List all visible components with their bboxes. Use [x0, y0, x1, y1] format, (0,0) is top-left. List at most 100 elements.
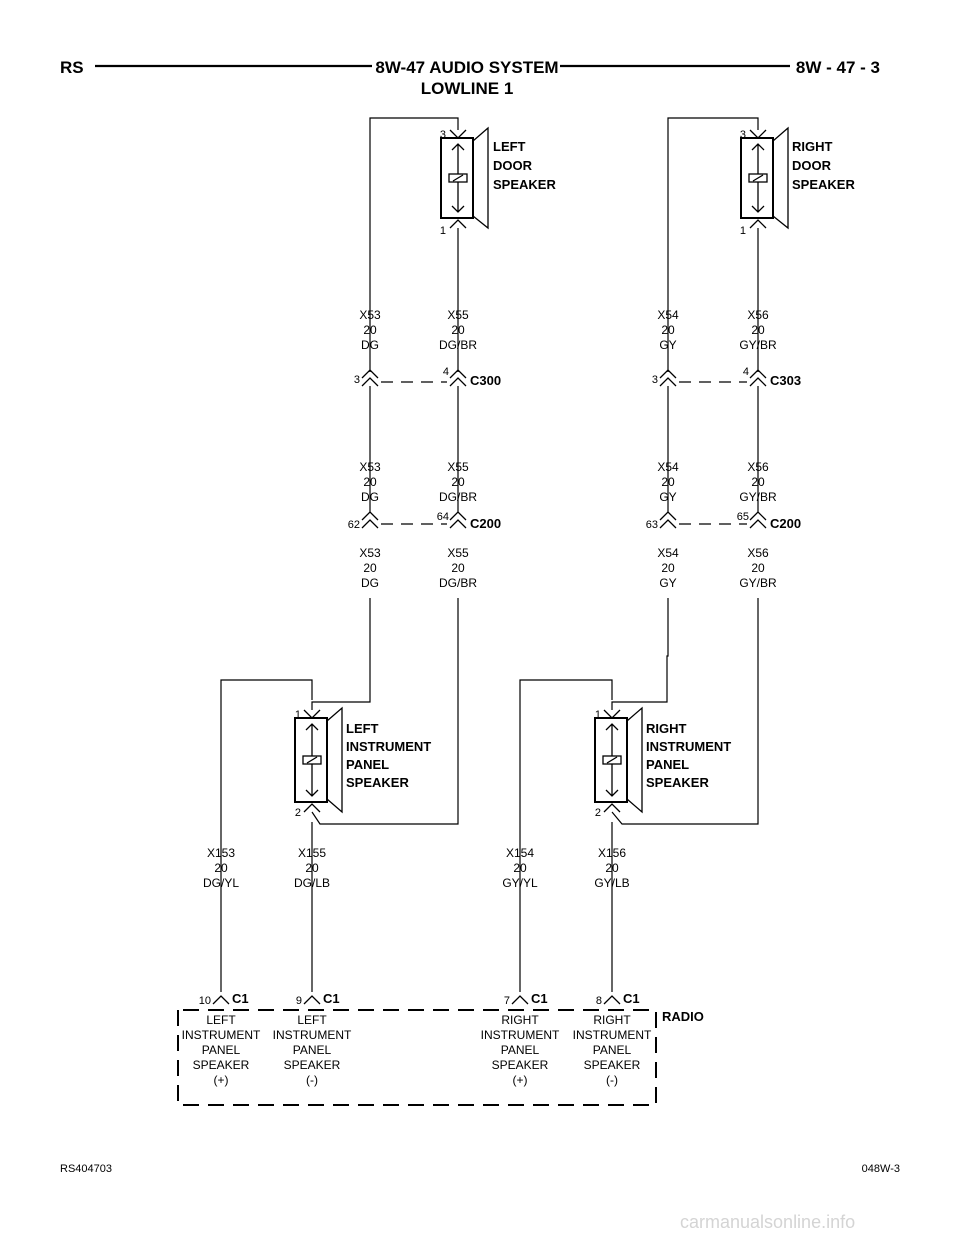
wire-circuit: X53	[359, 460, 381, 474]
pin-number: 2	[595, 807, 601, 819]
wire-gauge: 20	[751, 561, 765, 575]
pin-number: 63	[646, 519, 658, 531]
left-door-speaker-icon	[440, 126, 489, 230]
wire-color: GY/LB	[594, 876, 629, 890]
right-door-speaker-label-line: DOOR	[792, 158, 832, 173]
wire-gauge: 20	[661, 561, 675, 575]
wire-circuit: X154	[506, 846, 534, 860]
header-subtitle: LOWLINE 1	[421, 79, 514, 98]
pin-number: 1	[740, 225, 746, 237]
wire-gauge: 20	[451, 323, 465, 337]
wire-gauge: 20	[363, 475, 377, 489]
header-section-code: RS	[60, 58, 84, 77]
pin-number: 1	[295, 709, 301, 721]
left-door-speaker-label-line: SPEAKER	[493, 177, 556, 192]
left-ip-speaker-label-line: INSTRUMENT	[346, 739, 431, 754]
left-door-speaker-label-line: LEFT	[493, 139, 526, 154]
radio-pin-description: INSTRUMENT	[481, 1028, 560, 1042]
wire-label-x154: X154 20 GY/YL	[502, 846, 538, 890]
wire-circuit: X54	[657, 460, 679, 474]
pin-number: 65	[737, 511, 749, 523]
left-ip-speaker-label-line: LEFT	[346, 721, 379, 736]
pin-number: 4	[443, 366, 449, 378]
wire-label-x55-top: X55 20 DG/BR	[439, 308, 477, 352]
radio-box	[177, 1009, 657, 1106]
wire-x154	[519, 679, 613, 992]
radio-pin-description: (-)	[606, 1073, 618, 1087]
connector-name-c300: C300	[470, 373, 501, 388]
radio-pin-description: SPEAKER	[284, 1058, 341, 1072]
wire-circuit: X55	[447, 546, 469, 560]
pin-number: 10	[199, 995, 211, 1007]
connector-name-c1: C1	[323, 991, 340, 1006]
wire-label-x156: X156 20 GY/LB	[594, 846, 629, 890]
wire-label-x56-mid: X56 20 GY/BR	[739, 460, 777, 504]
radio-pin-description: (+)	[214, 1073, 229, 1087]
wire-label-x153: X153 20 DG/YL	[203, 846, 239, 890]
right-door-speaker-label-line: RIGHT	[792, 139, 833, 154]
wire-color: DG/BR	[439, 490, 477, 504]
radio-pin-description: INSTRUMENT	[573, 1028, 652, 1042]
wire-color: GY	[659, 490, 676, 504]
wire-label-x54-mid: X54 20 GY	[657, 460, 679, 504]
c300-connector-icon	[361, 369, 467, 387]
wire-circuit: X55	[447, 460, 469, 474]
wire-gauge: 20	[661, 323, 675, 337]
wire-gauge: 20	[751, 323, 765, 337]
wire-color: GY/YL	[502, 876, 538, 890]
c200-left-connector-icon	[361, 511, 467, 529]
radio-pin-description: INSTRUMENT	[273, 1028, 352, 1042]
wire-x54-right-door	[667, 117, 759, 372]
c303-connector-icon	[659, 369, 767, 387]
wire-gauge: 20	[214, 861, 228, 875]
wire-circuit: X156	[598, 846, 626, 860]
footer-page-ref: 048W-3	[862, 1163, 900, 1175]
radio: RADIO 10 C1 LEFT INSTRUMENT PANEL SPEAKE…	[182, 991, 704, 1087]
connector-name-c303: C303	[770, 373, 801, 388]
connector-name-c1: C1	[531, 991, 548, 1006]
wire-x54-to-right-ip	[611, 598, 669, 710]
wire-gauge: 20	[305, 861, 319, 875]
left-ip-speaker-label-line: SPEAKER	[346, 775, 409, 790]
wire-color: GY/BR	[739, 490, 777, 504]
pin-number: 7	[504, 995, 510, 1007]
pin-number: 3	[354, 374, 360, 386]
wire-gauge: 20	[451, 475, 465, 489]
wire-circuit: X53	[359, 308, 381, 322]
wire-label-x56-top: X56 20 GY/BR	[739, 308, 777, 352]
radio-pin-7: 7 C1 RIGHT INSTRUMENT PANEL SPEAKER (+)	[481, 991, 560, 1087]
right-door-speaker-label: RIGHT DOOR SPEAKER 3 1	[740, 129, 856, 237]
wire-color: DG/YL	[203, 876, 239, 890]
pin-number: 3	[740, 129, 746, 141]
wire-labels: X53 20 DG X55 20 DG/BR X54 20 GY X56 20 …	[203, 308, 777, 890]
wire-x53-to-left-ip	[311, 598, 371, 710]
wire-circuit: X56	[747, 546, 769, 560]
radio-c1-pin-icons	[212, 995, 621, 1005]
c200-right-connector-icon	[659, 511, 767, 529]
wire-color: DG/BR	[439, 338, 477, 352]
wire-circuit: X53	[359, 546, 381, 560]
right-door-speaker-icon	[740, 126, 789, 230]
pin-number: 2	[295, 807, 301, 819]
right-ip-speaker-label-line: INSTRUMENT	[646, 739, 731, 754]
wire-x153	[220, 679, 313, 992]
header-title: 8W-47 AUDIO SYSTEM	[375, 58, 558, 77]
radio-pin-8: 8 C1 RIGHT INSTRUMENT PANEL SPEAKER (-)	[573, 991, 652, 1087]
wire-circuit: X155	[298, 846, 326, 860]
wire-circuit: X54	[657, 546, 679, 560]
radio-pin-description: RIGHT	[593, 1013, 631, 1027]
left-door-speaker-label-line: DOOR	[493, 158, 533, 173]
wire-gauge: 20	[605, 861, 619, 875]
radio-pin-description: PANEL	[593, 1043, 632, 1057]
left-door-speaker-label: LEFT DOOR SPEAKER 3 1	[440, 129, 557, 237]
radio-pin-description: (+)	[513, 1073, 528, 1087]
pin-number: 4	[743, 366, 749, 378]
header-page-number: 8W - 47 - 3	[796, 58, 880, 77]
radio-pin-description: RIGHT	[501, 1013, 539, 1027]
left-instrument-panel-speaker-icon	[294, 706, 343, 814]
wire-label-x55-mid: X55 20 DG/BR	[439, 460, 477, 504]
radio-pin-description: INSTRUMENT	[182, 1028, 261, 1042]
right-ip-speaker-label-line: RIGHT	[646, 721, 687, 736]
radio-pin-10: 10 C1 LEFT INSTRUMENT PANEL SPEAKER (+)	[182, 991, 261, 1087]
